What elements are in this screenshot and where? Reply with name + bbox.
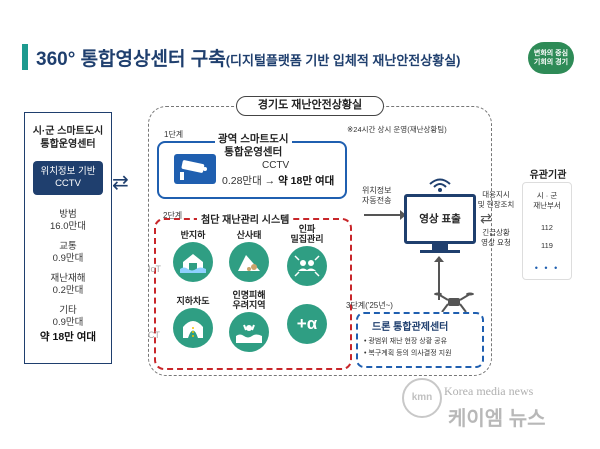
left-panel-heading: 시·군 스마트도시 통합운영센터 [25, 125, 111, 151]
watermark-korean: 케이엠 뉴스 [448, 408, 546, 430]
monitor-base [420, 250, 460, 253]
plus-alpha-text: +α [296, 314, 318, 333]
emergency-request-label: 긴급상황 영상 요청 [474, 228, 518, 248]
badge-line-1: 변화의 중심 [533, 50, 569, 57]
step2-label: 2단계 [163, 211, 183, 220]
exchange-arrows-icon: ⇄ [112, 172, 129, 194]
cctv-item-label: 재난재해 [50, 273, 86, 284]
cctv-item-disaster: 재난재해 0.2만대 [25, 273, 111, 297]
wifi-icon [429, 178, 451, 192]
underpass-icon [173, 308, 213, 348]
step1-title: 광역 스마트도시 통합운영센터 [215, 133, 292, 159]
cctv-item-crime: 방범 16.0만대 [25, 209, 111, 233]
item-semi-basement: 반지하 [166, 230, 220, 282]
left-heading-line-1: 시·군 스마트도시 [32, 126, 104, 137]
step3-line-2: • 복구계획 등의 의사결정 지원 [364, 350, 452, 357]
related-agencies-title: 유관기관 [529, 170, 567, 181]
response-instruction-label: 대응지시 및 현장조치 [474, 190, 518, 210]
title-subtitle: (디지털플랫폼 기반 입체적 재난안전상황실) [225, 53, 461, 68]
badge-line-2: 기회의 경기 [533, 59, 569, 66]
iot-label: IoT [148, 264, 162, 274]
drone-icon [434, 292, 474, 313]
page-title: 360° 통합영상센터 구축(디지털플랫폼 기반 입체적 재난안전상황실) [36, 44, 460, 71]
cctv-label: CCTV [262, 160, 290, 171]
step3-line-1: • 광범위 재난 현장 상황 공유 [364, 338, 448, 345]
cctv-item-value: 0.9만대 [52, 253, 84, 264]
cctv-from: 0.28만대 → [222, 175, 276, 187]
left-panel-city-center: 시·군 스마트도시 통합운영센터 위치정보 기반 CCTV 방범 16.0만대 … [24, 112, 112, 364]
monitor-label: 영상 표출 [419, 213, 461, 225]
watermark-english: Korea media news [444, 384, 534, 398]
cctv-box: 위치정보 기반 CCTV [33, 161, 103, 195]
title-accent-bar [22, 44, 28, 70]
cctv-to: 약 18만 여대 [278, 175, 335, 187]
monitor-stand [432, 244, 448, 250]
cctv-box-line-2: CCTV [55, 178, 81, 189]
operation-note: ※24시간 상시 운영(재난상황팀) [347, 125, 447, 134]
cctv-expansion: 0.28만대 → 약 18만 여대 [222, 173, 334, 188]
cctv-item-label: 교통 [59, 241, 77, 252]
kmn-logo-icon: kmn [402, 378, 442, 418]
gyeonggi-logo-badge: 변화의 중심 기회의 경기 [528, 42, 574, 74]
auto-transfer-label: 위치정보 자동전송 [362, 186, 391, 206]
left-heading-line-2: 통합운영센터 [40, 139, 96, 150]
cctv-item-value: 0.9만대 [52, 317, 84, 328]
item-landslide: 산사태 [222, 230, 276, 282]
exchange-bottom-2: 영상 요청 [481, 238, 511, 247]
item-underpass: 지하차도 [166, 296, 220, 348]
agency-line-1: 시 · 군 [536, 191, 558, 200]
item-label: 산사태 [236, 230, 262, 240]
step3-box [356, 312, 484, 368]
drone-arrow [434, 256, 444, 300]
drowning-person-icon [229, 312, 269, 352]
step1-title-line-1: 광역 스마트도시 [218, 133, 289, 145]
landslide-icon [229, 242, 269, 282]
item-plus-alpha: +α [280, 302, 334, 344]
exchange-bottom-1: 긴급상황 [482, 228, 510, 237]
exchange-top-2: 및 현장조치 [477, 200, 515, 209]
agency-line-3: 112 [541, 223, 553, 232]
ct-label: CT [148, 330, 160, 340]
transfer-line-2: 자동전송 [362, 196, 392, 205]
agency-line-4: 119 [541, 241, 553, 250]
crowd-icon [287, 246, 327, 286]
related-agencies-box: 시 · 군 재난부서 112 119 • • • [522, 182, 572, 280]
step2-title: 첨단 재난관리 시스템 [197, 211, 294, 226]
exchange-top-1: 대응지시 [482, 190, 510, 199]
cctv-item-other: 기타 0.9만대 [25, 305, 111, 329]
cctv-item-label: 방범 [59, 209, 77, 220]
cctv-total: 약 18만 여대 [39, 331, 97, 343]
transfer-arrow [364, 210, 406, 220]
exchange-right-arrows-icon: ⇄ [480, 210, 492, 226]
cctv-item-traffic: 교통 0.9만대 [25, 241, 111, 265]
plus-alpha-icon: +α [287, 304, 327, 344]
cctv-item-value: 16.0만대 [50, 221, 86, 232]
cctv-item-value: 0.2만대 [52, 285, 84, 296]
cctv-box-line-1: 위치정보 기반 [40, 166, 96, 177]
item-label: 지하차도 [176, 296, 210, 306]
step3-label: 3단계('25년~) [346, 301, 393, 310]
agency-line-2: 재난부서 [533, 201, 561, 210]
cctv-camera-icon [174, 154, 216, 184]
step1-title-line-2: 통합운영센터 [224, 146, 283, 158]
cctv-item-label: 기타 [59, 305, 77, 316]
step1-label: 1단계 [164, 130, 184, 139]
step3-title: 드론 통합관제센터 [372, 322, 449, 333]
video-display-monitor: 영상 표출 [404, 194, 476, 244]
title-main: 360° 통합영상센터 구축 [36, 49, 226, 70]
agency-more-dots: • • • [534, 263, 560, 273]
transfer-line-1: 위치정보 [362, 186, 392, 195]
flooded-house-icon [173, 242, 213, 282]
item-label: 반지하 [180, 230, 206, 240]
situation-room-title: 경기도 재난안전상황실 [236, 96, 384, 116]
